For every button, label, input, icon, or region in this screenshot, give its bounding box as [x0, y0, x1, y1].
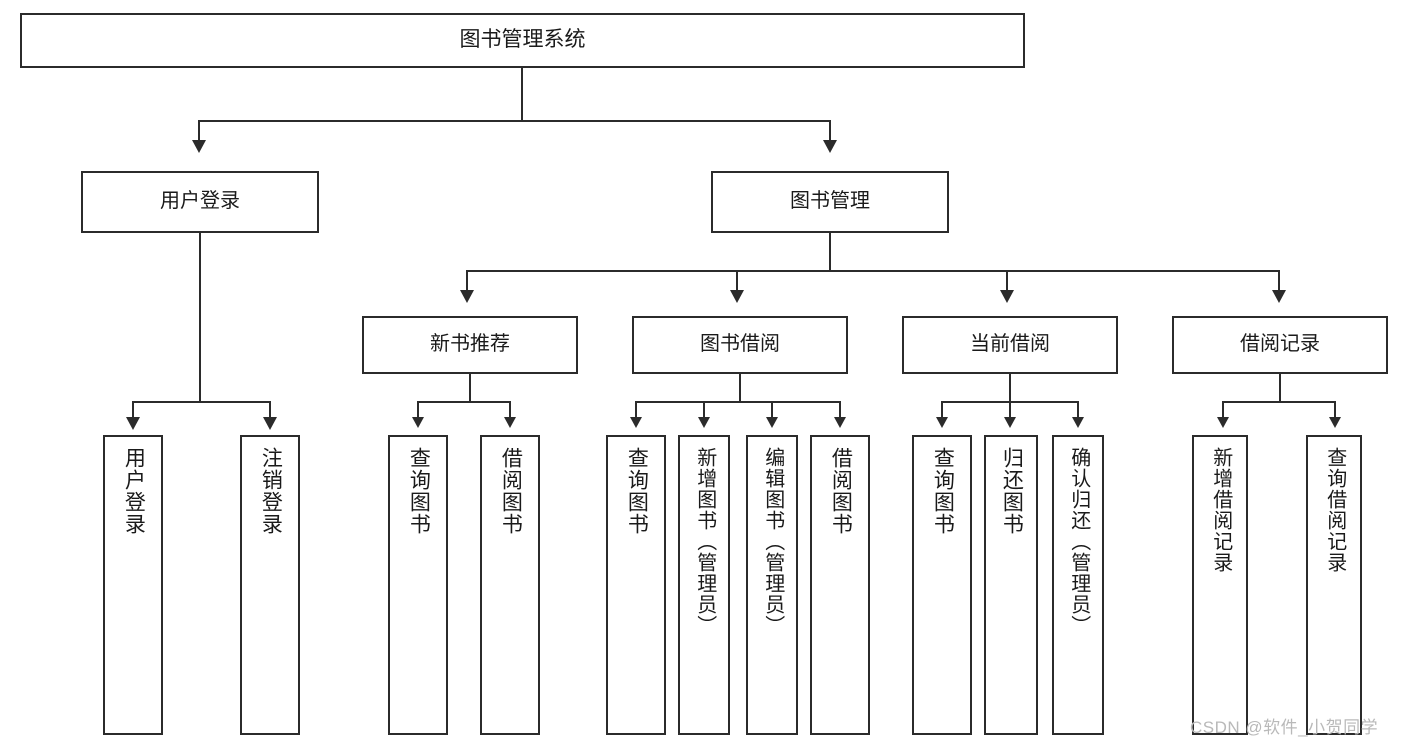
leaf-newbook-query-book-label: 查询图书	[407, 447, 431, 535]
csdn-watermark: CSDN @软件_小贺同学	[1190, 718, 1379, 737]
connector-book-borrow-stem	[739, 374, 741, 402]
arrow-book-mgmt-to-book-borrow	[730, 290, 744, 303]
leaf-bookborrow-add-book-admin-label: 新增图书（管理员）	[693, 447, 716, 636]
connector-root-bus	[198, 120, 830, 122]
connector-user-login-to-leaf-2	[269, 401, 271, 419]
connector-current-borrow-to-leaf-2	[1009, 401, 1011, 419]
node-root-label: 图书管理系统	[459, 28, 586, 52]
leaf-logout-label: 注销登录	[259, 447, 283, 535]
leaf-currentborrow-return-book[interactable]: 归还图书	[984, 435, 1038, 735]
connector-book-mgmt-to-new-book	[466, 270, 468, 292]
node-book-management[interactable]: 图书管理	[711, 171, 949, 233]
connector-root-to-user-login	[198, 120, 200, 142]
leaf-bookborrow-query-book[interactable]: 查询图书	[606, 435, 666, 735]
leaf-user-login-label: 用户登录	[122, 447, 146, 535]
node-book-borrow[interactable]: 图书借阅	[632, 316, 848, 374]
connector-current-borrow-to-leaf-1	[941, 401, 943, 419]
leaf-currentborrow-query-book[interactable]: 查询图书	[912, 435, 972, 735]
arrow-book-mgmt-to-borrow-record	[1272, 290, 1286, 303]
node-root[interactable]: 图书管理系统	[20, 13, 1025, 68]
connector-root-to-book-mgmt	[829, 120, 831, 142]
leaf-newbook-borrow-book-label: 借阅图书	[499, 447, 523, 535]
connector-current-borrow-stem	[1009, 374, 1011, 402]
leaf-bookborrow-add-book-admin[interactable]: 新增图书（管理员）	[678, 435, 730, 735]
leaf-bookborrow-edit-book-admin[interactable]: 编辑图书（管理员）	[746, 435, 798, 735]
connector-book-borrow-bus	[635, 401, 840, 403]
connector-new-book-to-leaf-2	[509, 401, 511, 419]
leaf-bookborrow-borrow-book-label: 借阅图书	[829, 447, 853, 535]
connector-book-mgmt-to-borrow-record	[1278, 270, 1280, 292]
connector-book-mgmt-to-book-borrow	[736, 270, 738, 292]
connector-borrow-record-bus	[1222, 401, 1336, 403]
arrow-current-borrow-to-leaf-2	[1004, 417, 1016, 428]
arrow-new-book-to-leaf-1	[412, 417, 424, 428]
leaf-newbook-query-book[interactable]: 查询图书	[388, 435, 448, 735]
connector-user-login-stem	[199, 233, 201, 402]
arrow-book-borrow-to-leaf-3	[766, 417, 778, 428]
arrow-current-borrow-to-leaf-1	[936, 417, 948, 428]
arrow-borrow-record-to-leaf-1	[1217, 417, 1229, 428]
node-current-borrow-label: 当前借阅	[970, 333, 1050, 356]
connector-new-book-bus	[417, 401, 510, 403]
arrow-current-borrow-to-leaf-3	[1072, 417, 1084, 428]
arrow-user-login-to-leaf-2	[263, 417, 277, 430]
connector-borrow-record-to-leaf-2	[1334, 401, 1336, 419]
connector-user-login-bus	[132, 401, 271, 403]
leaf-currentborrow-query-book-label: 查询图书	[931, 447, 955, 535]
connector-new-book-stem	[469, 374, 471, 402]
node-user-login-label: 用户登录	[160, 190, 240, 213]
arrow-book-mgmt-to-current-borrow	[1000, 290, 1014, 303]
node-book-management-label: 图书管理	[790, 190, 870, 213]
leaf-currentborrow-confirm-return-admin-label: 确认归还（管理员）	[1067, 447, 1090, 636]
connector-book-mgmt-bus	[466, 270, 1280, 272]
connector-book-mgmt-stem	[829, 233, 831, 271]
connector-book-borrow-to-leaf-1	[635, 401, 637, 419]
connector-book-borrow-to-leaf-2	[703, 401, 705, 419]
arrow-root-to-book-mgmt	[823, 140, 837, 153]
leaf-query-borrow-record-label: 查询借阅记录	[1323, 447, 1346, 573]
leaf-add-borrow-record[interactable]: 新增借阅记录	[1192, 435, 1248, 735]
connector-borrow-record-stem	[1279, 374, 1281, 402]
connector-new-book-to-leaf-1	[417, 401, 419, 419]
connector-book-borrow-to-leaf-3	[771, 401, 773, 419]
node-user-login[interactable]: 用户登录	[81, 171, 319, 233]
leaf-currentborrow-return-book-label: 归还图书	[1000, 447, 1024, 535]
leaf-logout[interactable]: 注销登录	[240, 435, 300, 735]
connector-current-borrow-to-leaf-3	[1077, 401, 1079, 419]
node-new-book-recommend[interactable]: 新书推荐	[362, 316, 578, 374]
arrow-borrow-record-to-leaf-2	[1329, 417, 1341, 428]
arrow-book-borrow-to-leaf-2	[698, 417, 710, 428]
arrow-book-borrow-to-leaf-4	[834, 417, 846, 428]
leaf-query-borrow-record[interactable]: 查询借阅记录	[1306, 435, 1362, 735]
node-current-borrow[interactable]: 当前借阅	[902, 316, 1118, 374]
node-borrow-record-label: 借阅记录	[1240, 333, 1320, 356]
arrow-book-mgmt-to-new-book	[460, 290, 474, 303]
node-borrow-record[interactable]: 借阅记录	[1172, 316, 1388, 374]
leaf-bookborrow-query-book-label: 查询图书	[625, 447, 649, 535]
leaf-add-borrow-record-label: 新增借阅记录	[1209, 447, 1232, 573]
leaf-user-login[interactable]: 用户登录	[103, 435, 163, 735]
node-new-book-recommend-label: 新书推荐	[430, 333, 510, 356]
leaf-newbook-borrow-book[interactable]: 借阅图书	[480, 435, 540, 735]
connector-book-mgmt-to-current-borrow	[1006, 270, 1008, 292]
arrow-user-login-to-leaf-1	[126, 417, 140, 430]
arrow-root-to-user-login	[192, 140, 206, 153]
leaf-currentborrow-confirm-return-admin[interactable]: 确认归还（管理员）	[1052, 435, 1104, 735]
arrow-new-book-to-leaf-2	[504, 417, 516, 428]
node-book-borrow-label: 图书借阅	[700, 333, 780, 356]
connector-book-borrow-to-leaf-4	[839, 401, 841, 419]
leaf-bookborrow-borrow-book[interactable]: 借阅图书	[810, 435, 870, 735]
arrow-book-borrow-to-leaf-1	[630, 417, 642, 428]
connector-root-stem	[521, 68, 523, 121]
connector-borrow-record-to-leaf-1	[1222, 401, 1224, 419]
leaf-bookborrow-edit-book-admin-label: 编辑图书（管理员）	[761, 447, 784, 636]
connector-user-login-to-leaf-1	[132, 401, 134, 419]
